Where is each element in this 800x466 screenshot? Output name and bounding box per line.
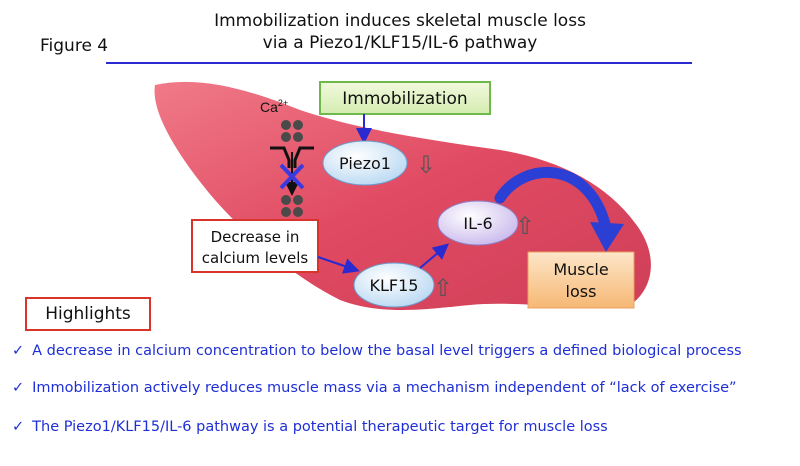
piezo1-label: Piezo1 xyxy=(339,154,391,173)
intracellular-ions xyxy=(281,195,303,217)
muscle-loss-line-1: Muscle xyxy=(553,260,608,279)
arrow-decrease-to-klf15 xyxy=(317,256,360,274)
title-underline xyxy=(106,62,692,64)
extracellular-ions xyxy=(281,120,303,142)
piezo1-node xyxy=(322,140,408,186)
check-icon: ✓ xyxy=(12,419,25,435)
klf15-up-arrow-icon: ⇧ xyxy=(433,274,453,302)
il6-up-arrow-icon: ⇧ xyxy=(515,212,535,240)
calcium-ion-label: Ca2+ xyxy=(260,98,288,115)
immobilization-box xyxy=(319,81,491,115)
il6-node xyxy=(437,200,519,246)
page-title: Immobilization induces skeletal muscle l… xyxy=(180,10,620,54)
muscle-loss-box xyxy=(527,251,635,309)
highlight-text: A decrease in calcium concentration to b… xyxy=(32,343,742,359)
il6-label: IL-6 xyxy=(463,214,492,233)
klf15-label: KLF15 xyxy=(370,276,419,295)
curved-arrow-head xyxy=(590,222,624,252)
title-line-2: via a Piezo1/KLF15/IL-6 pathway xyxy=(262,33,538,53)
muscle-loss-line-2: loss xyxy=(566,282,597,301)
calcium-channel xyxy=(270,146,314,196)
decrease-calcium-line-2: calcium levels xyxy=(202,249,309,267)
highlight-text: The Piezo1/KLF15/IL-6 pathway is a poten… xyxy=(32,419,608,435)
highlight-item: ✓ Immobilization actively reduces muscle … xyxy=(12,380,737,396)
klf15-node xyxy=(353,262,435,308)
blocked-cross-icon xyxy=(279,163,305,190)
highlight-item: ✓ A decrease in calcium concentration to … xyxy=(12,343,742,359)
decrease-calcium-box xyxy=(191,219,319,273)
figure-label: Figure 4 xyxy=(40,36,109,56)
curved-arrow-il6-to-muscle-loss xyxy=(494,166,612,234)
decrease-calcium-line-1: Decrease in xyxy=(211,228,300,246)
check-icon: ✓ xyxy=(12,380,25,396)
title-line-1: Immobilization induces skeletal muscle l… xyxy=(214,11,586,31)
piezo1-down-arrow-icon: ⇩ xyxy=(416,151,436,179)
immobilization-label: Immobilization xyxy=(342,89,467,109)
highlights-heading: Highlights xyxy=(25,297,151,331)
check-icon: ✓ xyxy=(12,343,25,359)
arrow-klf15-to-il6 xyxy=(419,243,450,269)
highlight-item: ✓ The Piezo1/KLF15/IL-6 pathway is a pote… xyxy=(12,419,608,435)
highlight-text: Immobilization actively reduces muscle m… xyxy=(32,380,737,396)
